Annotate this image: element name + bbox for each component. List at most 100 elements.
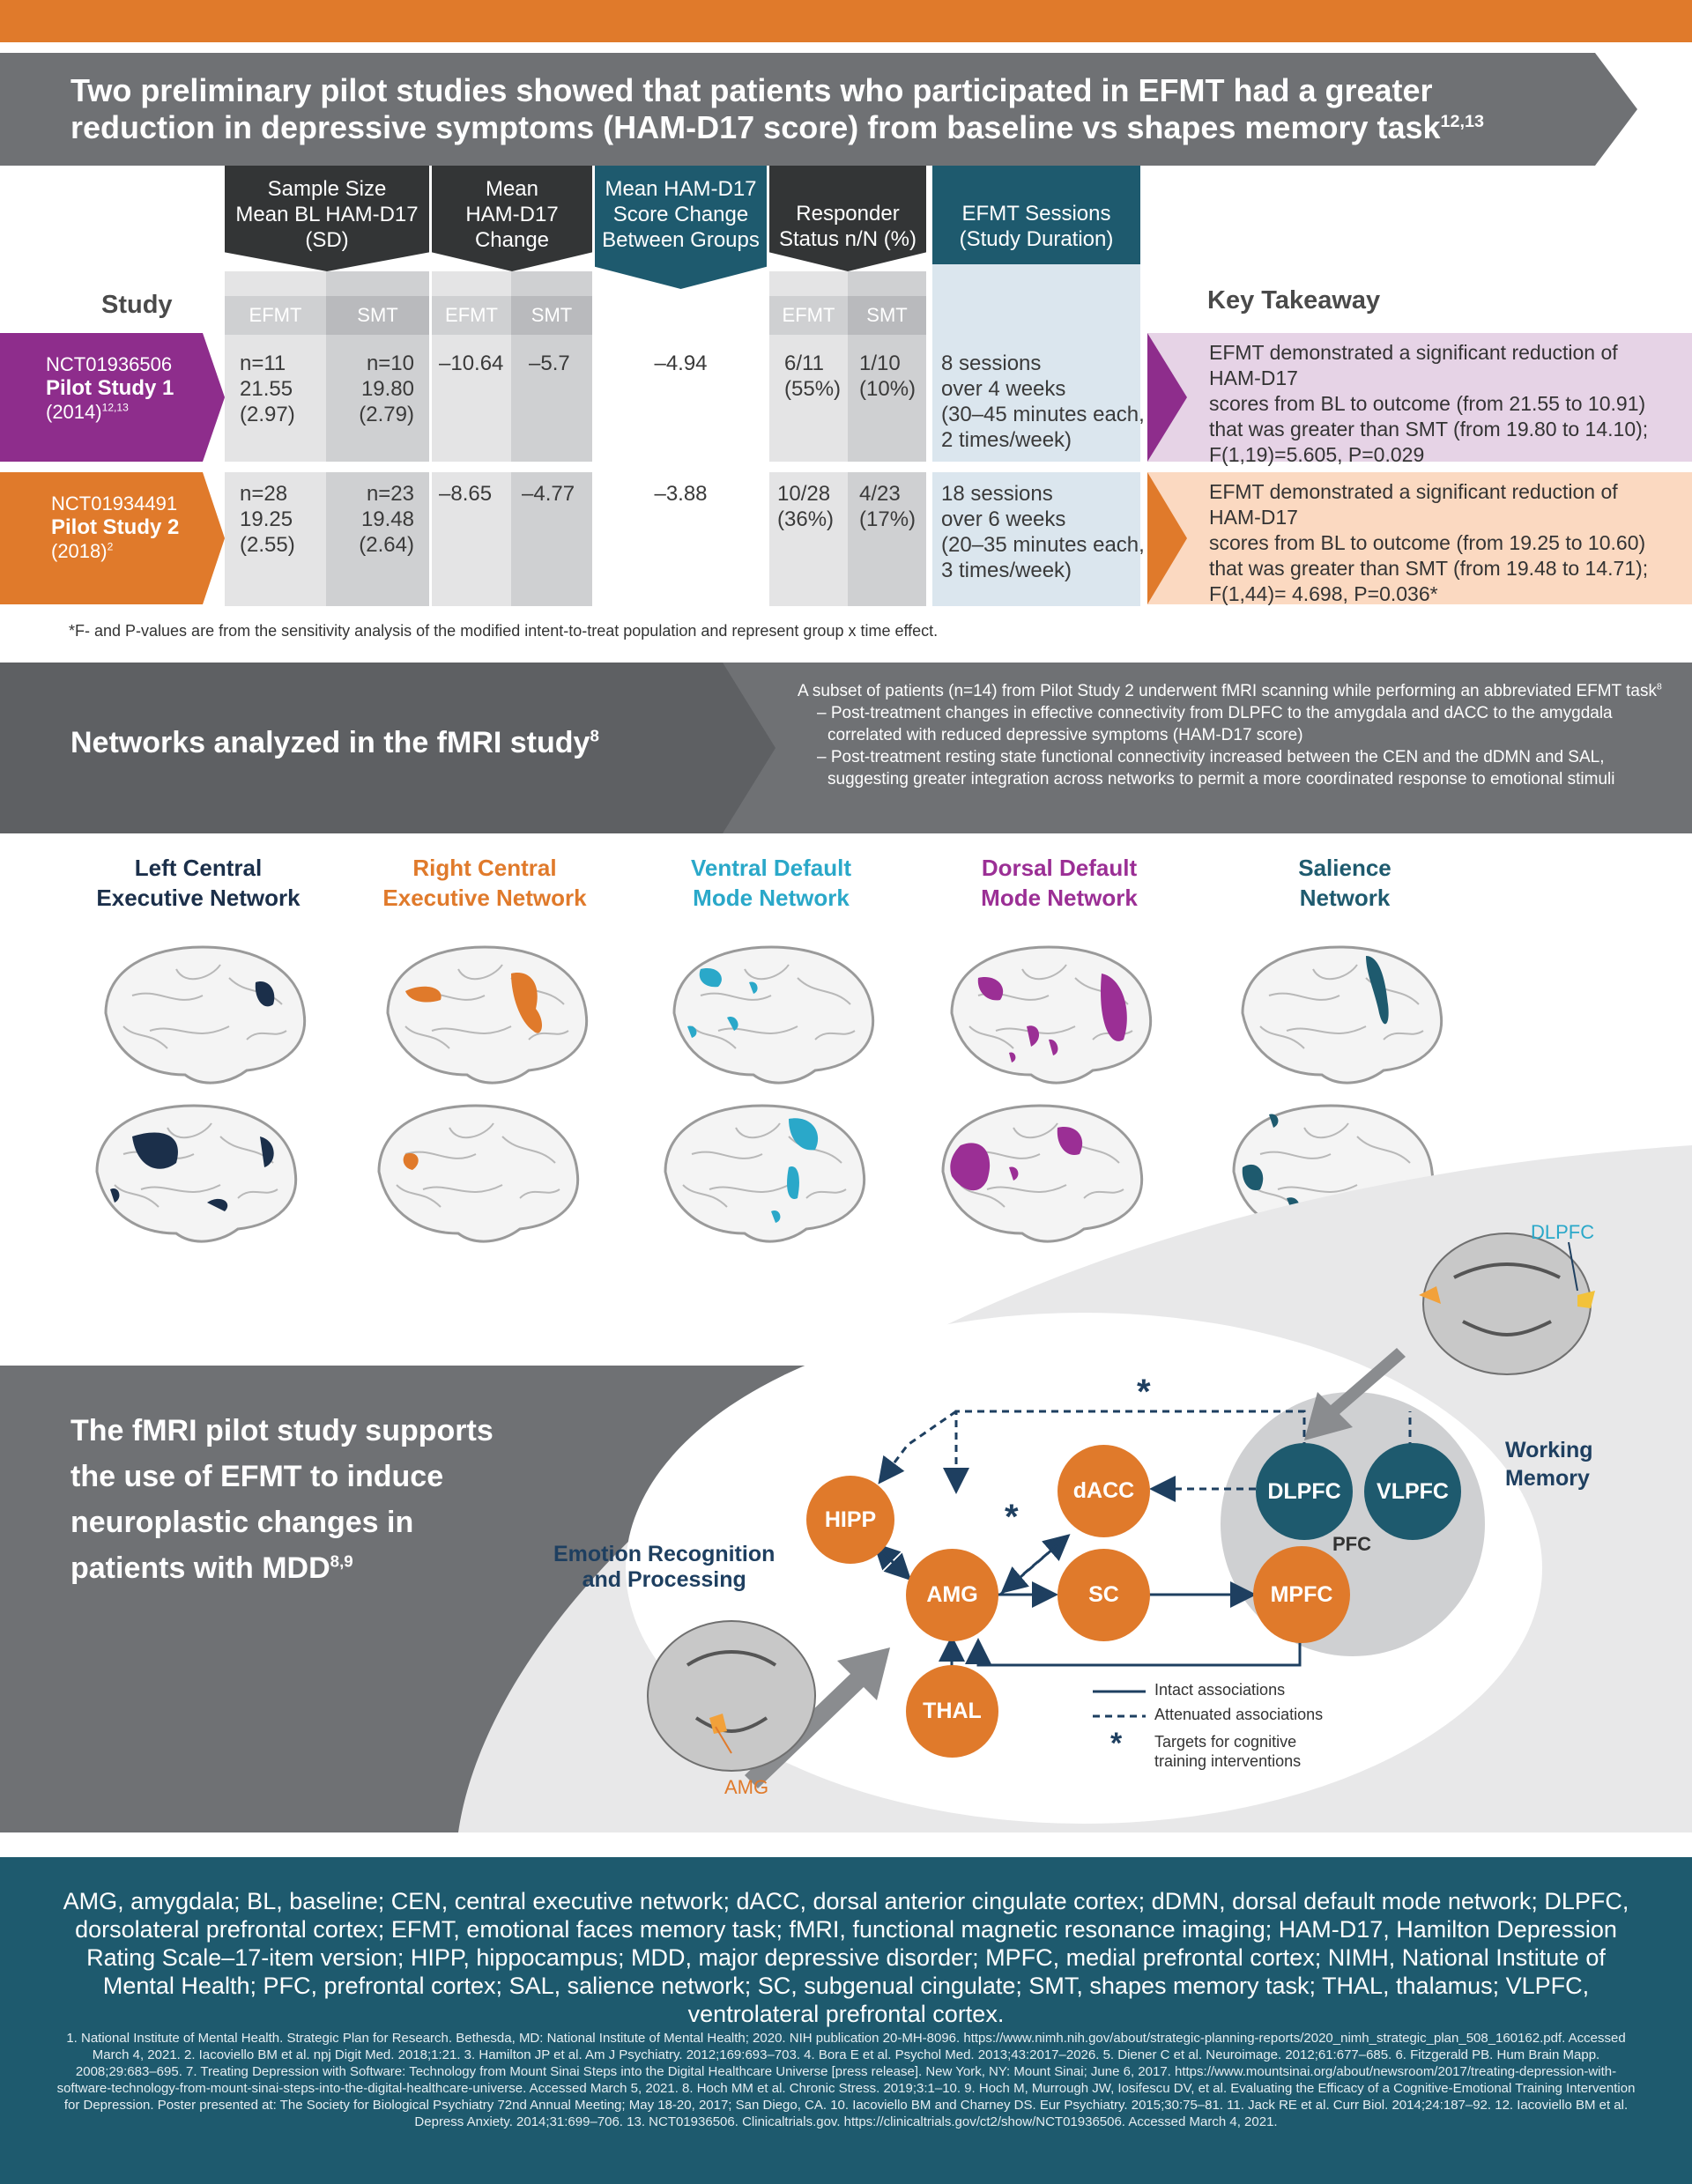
headline-line-2: reduction in depressive symptoms (HAM-D1… (70, 109, 1441, 145)
cell-value: 18 sessions (941, 482, 1053, 506)
study-id: NCT01934491 (51, 492, 178, 515)
brain-sal-lateral (1241, 945, 1443, 1085)
headline-line-1: Two preliminary pilot studies showed tha… (70, 72, 1433, 108)
study2-between: –3.88 (654, 482, 708, 506)
working-memory-line: Memory (1505, 1466, 1590, 1491)
study-name: Pilot Study 1 (46, 376, 174, 400)
cell-value: 1/10 (859, 352, 901, 375)
study2-efmt-change: –8.65 (439, 482, 493, 506)
cell-value: 3 times/week) (941, 559, 1072, 582)
brain-ddmn-lateral (950, 945, 1153, 1085)
headline-banner: Two preliminary pilot studies showed tha… (0, 53, 1637, 166)
col-head-responder: Responder Status n/N (%) (769, 166, 926, 271)
study1-smt-resp: 1/10 (10%) (859, 351, 916, 402)
cell-value: 8 sessions (941, 352, 1042, 375)
cell-value: 21.55 (240, 377, 293, 401)
takeaway-line: scores from BL to outcome (from 19.25 to… (1209, 531, 1646, 554)
col-head-text: HAM-D17 (465, 203, 559, 226)
study1-smt-change: –5.7 (529, 352, 570, 375)
legend-attenuated: Attenuated associations (1154, 1706, 1324, 1723)
study1-sessions: 8 sessions over 4 weeks (30–45 minutes e… (941, 351, 1145, 453)
study2-smt-resp: 4/23 (17%) (859, 481, 916, 532)
col-head-text: (SD) (305, 228, 349, 252)
study2-sessions: 18 sessions over 6 weeks (20–35 minutes … (941, 481, 1145, 583)
cell-value: (2.97) (240, 403, 295, 426)
legend-targets: Targets for cognitive training intervent… (1154, 1732, 1301, 1771)
cell-value: (55%) (784, 377, 842, 401)
takeaway-line: EFMT demonstrated a significant reductio… (1209, 341, 1618, 389)
cell-value: (36%) (777, 507, 835, 531)
col-head-text: Mean BL HAM-D17 (235, 203, 419, 226)
footer: AMG, amygdala; BL, baseline; CEN, centra… (0, 1857, 1692, 2184)
study2-smt-n: n=23 19.48 (2.64) (326, 481, 414, 558)
study-2-label: NCT01934491 Pilot Study 2 (2018)2 (0, 472, 225, 604)
cell-value: 10/28 (777, 482, 831, 506)
col-head-text: Responder (796, 202, 900, 226)
node-thal: THAL (906, 1665, 998, 1758)
sub-efmt: EFMT (769, 296, 848, 335)
col-head-text: Sample Size (267, 177, 387, 201)
node-mpfc: MPFC (1253, 1546, 1350, 1643)
row-separator (225, 462, 1141, 472)
network-title-line: Executive Network (382, 885, 587, 911)
node-dacc: dACC (1058, 1445, 1150, 1537)
lower-title-line: The fMRI pilot study supports (70, 1414, 494, 1447)
cell-value: n=23 (366, 482, 414, 506)
col-head-sessions: EFMT Sessions (Study Duration) (932, 166, 1140, 264)
network-title-line: Executive Network (96, 885, 301, 911)
cell-value: (20–35 minutes each, (941, 533, 1145, 557)
study2-efmt-resp: 10/28 (36%) (777, 481, 834, 532)
study2-efmt-n: n=28 19.25 (2.55) (240, 481, 323, 558)
networks-title-text: Networks analyzed in the fMRI study (70, 726, 590, 759)
study1-efmt-n: n=11 21.55 (2.97) (240, 351, 323, 427)
networks-title-sup: 8 (590, 726, 599, 745)
emotion-label-line: and Processing (582, 1567, 746, 1592)
key-takeaway-header: Key Takeaway (1207, 286, 1381, 315)
study-year: (2018) (51, 540, 108, 562)
study1-efmt-resp: 6/11 (55%) (784, 351, 841, 402)
col-head-text: (Study Duration) (959, 227, 1114, 251)
cell-value: (17%) (859, 507, 916, 531)
lower-title-line: the use of EFMT to induce (70, 1460, 444, 1493)
sub-smt: SMT (511, 296, 592, 335)
network-title-line: Salience (1298, 855, 1391, 881)
study-id: NCT01936506 (46, 353, 173, 375)
references: 1. National Institute of Mental Health. … (56, 2031, 1636, 2129)
working-memory-line: Working (1505, 1438, 1593, 1462)
connection-lines (647, 1233, 1595, 1788)
study-year-sup: 2 (107, 540, 114, 553)
col-bg-between (595, 264, 767, 606)
top-stripe (0, 0, 1692, 42)
network-title-vdmn: Ventral Default Mode Network (639, 853, 903, 913)
sub-smt: SMT (326, 296, 429, 335)
cell-value: 19.80 (360, 377, 414, 401)
col-head-mean-change: Mean HAM-D17 Change (432, 166, 592, 271)
asterisk-amg-dacc: * (1005, 1498, 1019, 1536)
abbreviations: AMG, amygdala; BL, baseline; CEN, centra… (63, 1888, 1629, 2027)
study-name: Pilot Study 2 (51, 515, 180, 539)
brain-rcen-medial (377, 1104, 580, 1243)
pfc-label: PFC (1332, 1533, 1371, 1555)
legend-intact: Intact associations (1154, 1681, 1286, 1699)
network-title-ddmn: Dorsal Default Mode Network (927, 853, 1191, 913)
col-head-text: Status n/N (%) (778, 227, 917, 251)
network-title-line: Network (1299, 885, 1391, 911)
col-head-text: Between Groups (602, 228, 760, 252)
headline: Two preliminary pilot studies showed tha… (70, 72, 1586, 146)
networks-bullet-1: – Post-treatment changes in effective co… (817, 704, 1613, 744)
coronal-slice-top (1419, 1233, 1595, 1375)
node-amg: AMG (906, 1549, 998, 1641)
node-vlpfc: VLPFC (1364, 1443, 1461, 1540)
cell-value: over 4 weeks (941, 377, 1066, 401)
study-year: (2014) (46, 401, 102, 423)
brain-lcen-medial (95, 1104, 298, 1243)
network-title-line: Ventral Default (690, 855, 852, 881)
study2-smt-change: –4.77 (522, 482, 575, 506)
study2-takeaway: EFMT demonstrated a significant reductio… (1147, 472, 1692, 605)
study1-between: –4.94 (654, 352, 708, 375)
lower-title-sup: 8,9 (330, 1551, 353, 1571)
legend-targets-line: training interventions (1154, 1752, 1302, 1770)
col-head-sample-size: Sample Size Mean BL HAM-D17 (SD) (225, 166, 429, 271)
networks-bullet-2: – Post-treatment resting state functiona… (817, 748, 1615, 788)
col-head-text: EFMT Sessions (961, 202, 1111, 226)
